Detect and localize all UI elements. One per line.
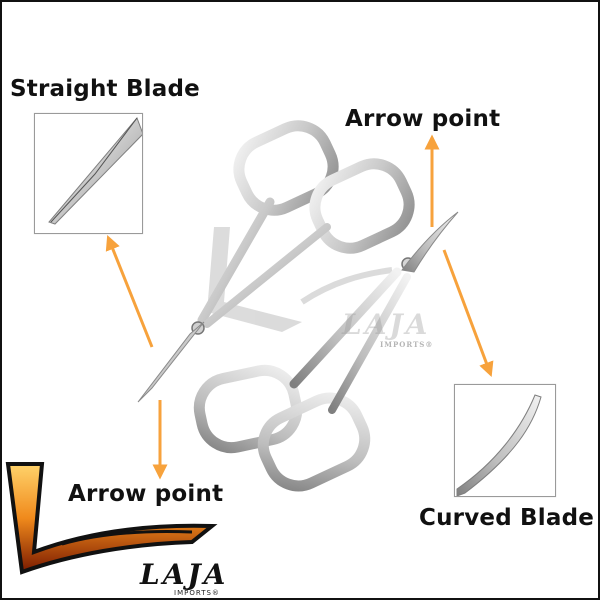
scissors-curved xyxy=(193,211,459,492)
arrow-icon xyxy=(442,249,494,378)
arrow-point-label-top: Arrow point xyxy=(345,106,501,132)
curved-blade-inset xyxy=(454,384,556,497)
straight-blade-inset xyxy=(34,113,144,234)
arrow-icon xyxy=(105,235,154,348)
arrow-point-label-bottom: Arrow point xyxy=(68,481,224,507)
curved-blade-label: Curved Blade xyxy=(419,505,595,531)
annotation-arrows xyxy=(105,134,494,480)
logo-brand: LAJA xyxy=(140,558,229,591)
straight-blade-label: Straight Blade xyxy=(10,76,200,102)
watermark-brand: LAJA xyxy=(342,308,431,341)
logo-sub: IMPORTS® xyxy=(174,589,220,597)
scissors-straight xyxy=(137,120,415,403)
watermark-sub: IMPORTS® xyxy=(380,340,434,349)
laja-logo xyxy=(5,462,218,575)
